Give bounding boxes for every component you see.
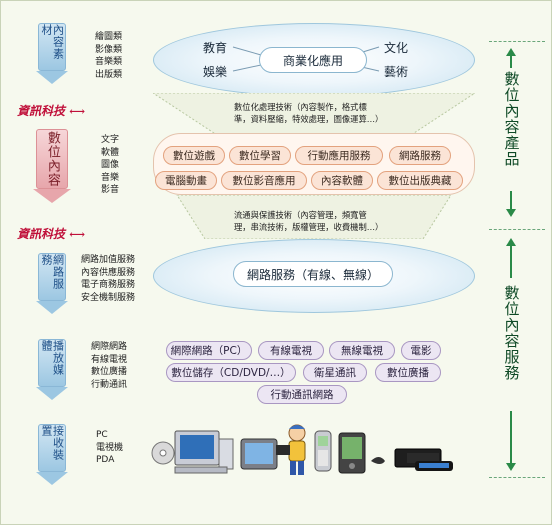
receiving-devices-label: 接收裝置 (38, 424, 66, 472)
vline-top-b (510, 191, 512, 209)
network-services-arrow: 網路服務 (34, 253, 70, 314)
digital-content-list: 文字 軟體 圖像 音樂 影音 (101, 135, 120, 195)
content-materials-arrow: 內容素材 (34, 23, 70, 84)
pill-digital-games: 數位遊戲 (163, 146, 225, 165)
culture-label: 文化 (384, 41, 409, 55)
pill-internet-pc: 網際網路（PC） (166, 341, 252, 360)
broadcast-media-arrow: 播放媒體 (34, 339, 70, 400)
content-materials-label: 內容素材 (38, 23, 66, 71)
up-arrow-bottom (506, 238, 516, 246)
receiving-devices-list: PC 電視機 PDA (96, 430, 124, 465)
pill-digital-learning: 數位學習 (229, 146, 291, 165)
network-services-list: 網路加值服務 內容供應服務 電子商務服務 安全機制服務 (81, 255, 136, 303)
network-services-label: 網路服務 (38, 253, 66, 301)
digital-content-services-label: 數位內容服務 (502, 285, 521, 381)
funnel-1 (153, 93, 475, 135)
pill-digital-broadcast: 數位廣播 (375, 363, 441, 382)
pill-wireless-tv: 無線電視 (329, 341, 395, 360)
pda-icon (338, 432, 366, 474)
person-icon (276, 424, 306, 475)
pill-digital-av: 數位影音應用 (221, 171, 307, 190)
pill-digital-publishing: 數位出版典藏 (377, 171, 463, 190)
dashline-top (489, 41, 545, 42)
content-materials-list: 繪圖類 影像類 音樂類 出版類 (95, 32, 123, 80)
receiving-devices-arrow: 接收裝置 (34, 424, 70, 485)
pill-movie: 電影 (401, 341, 441, 360)
tv-icon (240, 438, 278, 470)
entertainment-label: 娛樂 (203, 65, 228, 79)
vline-bottom-a (510, 246, 512, 278)
pill-mobile-network: 行動通訊網路 (257, 385, 347, 404)
mobile-phone-icon (314, 430, 332, 472)
tech-text-digitization: 數位化處理技術（內容製作，格式標 準，資料壓縮，特效處理，圖像運算…） (234, 102, 384, 124)
digital-content-products-label: 數位內容產品 (502, 71, 521, 167)
down-arrow-bottom (506, 463, 516, 471)
down-arrow-top (506, 209, 516, 217)
vline-bottom-b (510, 411, 512, 463)
pill-digital-storage: 數位儲存（CD/DVD/…） (166, 363, 296, 382)
pill-mobile-services: 行動應用服務 (295, 146, 383, 165)
network-services-pill: 網路服務（有線、無線） (233, 261, 393, 287)
broadcast-media-list: 網際網路 有線電視 數位廣播 行動通訊 (91, 342, 128, 390)
pc-icon (151, 430, 234, 474)
dashline-middle (489, 229, 545, 230)
broadcast-media-label: 播放媒體 (38, 339, 66, 387)
dashline-bottom (489, 477, 545, 478)
commercial-application-pill: 商業化應用 (259, 47, 367, 73)
pill-content-software: 內容軟體 (311, 171, 373, 190)
arts-label: 藝術 (384, 65, 409, 79)
pill-network-services: 網路服務 (389, 146, 451, 165)
funnel-2 (176, 195, 452, 239)
vline-top-a (510, 56, 512, 68)
up-arrow-top (506, 48, 516, 56)
pill-satellite: 衛星通訊 (303, 363, 367, 382)
tech-text-distribution: 流通與保護技術（內容管理，頻寬管 理，串流技術，版權管理，收費機制…） (234, 210, 384, 232)
digital-content-arrow: 數位內容 (32, 129, 72, 203)
info-tech-label-1: 資訊科技 ⟷ (17, 104, 85, 118)
education-label: 教育 (203, 41, 228, 55)
info-tech-label-2: 資訊科技 ⟷ (17, 227, 85, 241)
pill-cable-tv: 有線電視 (258, 341, 324, 360)
digital-content-label: 數位內容 (36, 129, 68, 189)
devices-illustration (151, 424, 453, 475)
game-console-icon (371, 448, 453, 471)
pill-computer-animation: 電腦動畫 (155, 171, 217, 190)
